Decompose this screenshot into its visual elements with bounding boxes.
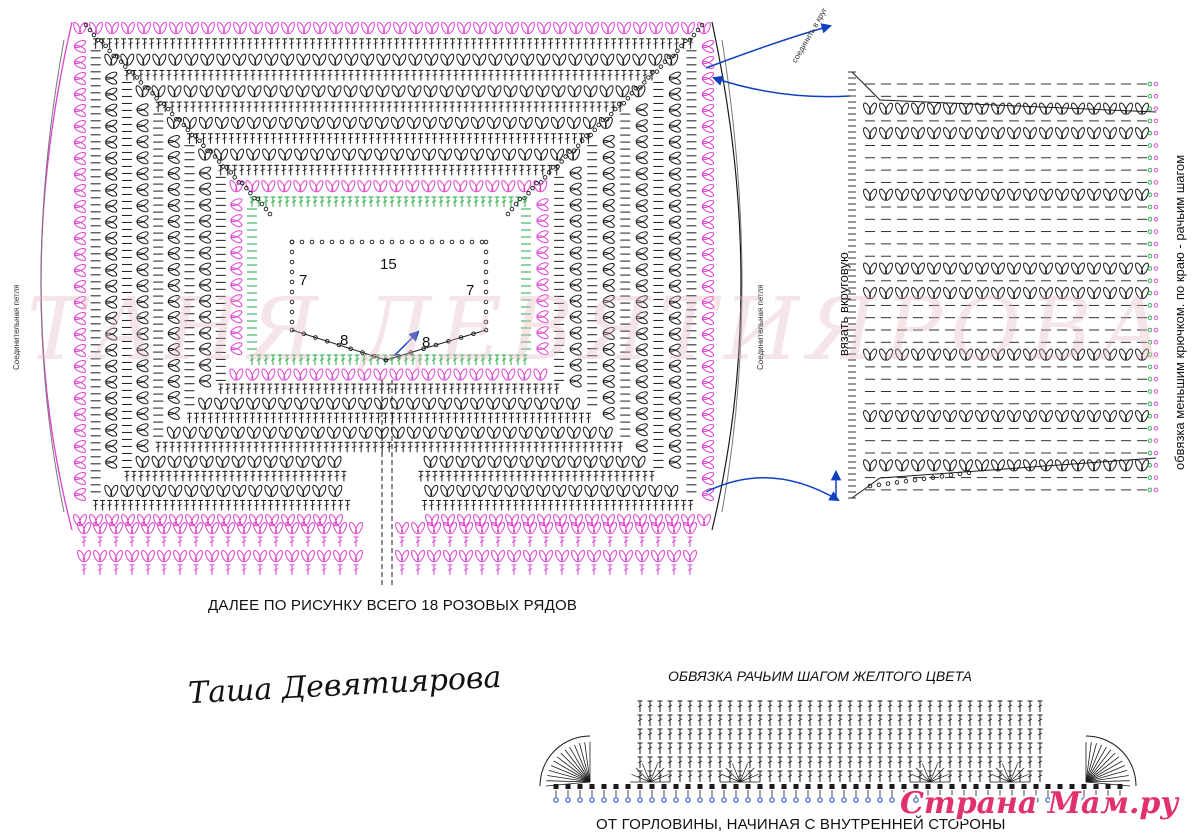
join-arrows (393, 23, 851, 502)
yoke-chart (40, 21, 743, 585)
label-8-left: 8 (340, 332, 349, 349)
site-logo: Страна Мам.ру (900, 786, 1179, 821)
label-7-right: 7 (466, 282, 475, 299)
label-7-left: 7 (299, 272, 308, 289)
label-15: 15 (380, 256, 397, 273)
neck-note: ОТ ГОРЛОВИНЫ, НАЧИНАЯ С ВНУТРЕННЕЙ СТОРО… (596, 816, 1006, 833)
label-8-right: 8 (422, 334, 431, 351)
neck-trim-chart (539, 700, 1137, 803)
curved-arrow-icon (705, 477, 840, 502)
edge-note-label: обвязка меньшим крючком. по краю - рачьи… (1172, 154, 1187, 470)
side-label-left: Соединительная петля (12, 284, 21, 370)
straight-arrow-icon (393, 330, 420, 357)
curved-arrow-icon (712, 75, 851, 98)
sleeve-chart (848, 71, 1159, 499)
curved-arrow-icon (705, 23, 833, 69)
side-label-right: Соединительная петля (756, 284, 765, 370)
yellow-trim-note: ОБВЯЗКА РАЧЬИМ ШАГОМ ЖЕЛТОГО ЦВЕТА (668, 668, 973, 684)
rows-note: ДАЛЕЕ ПО РИСУНКУ ВСЕГО 18 РОЗОВЫХ РЯДОВ (208, 597, 578, 614)
knit-round-label: вязать вкруговую (836, 252, 851, 356)
